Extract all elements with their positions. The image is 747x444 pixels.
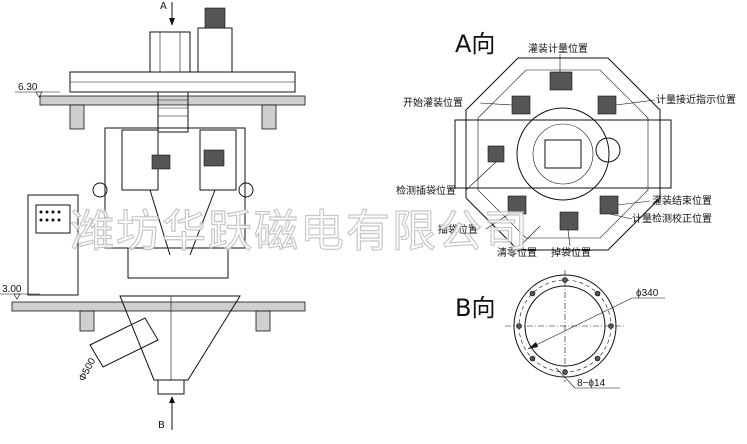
weigh-unit-right	[199, 129, 237, 191]
bolt-holes	[516, 277, 614, 375]
control-box-right	[203, 149, 225, 167]
side-wheel-right	[238, 182, 254, 198]
arrow-b-head	[169, 396, 175, 403]
filling-spout-left	[149, 189, 171, 256]
upper-slab-pier-left	[69, 104, 85, 130]
dim-340-label: ϕ340	[636, 288, 659, 299]
lower-floor-slab	[11, 301, 306, 312]
lower-slab-pier-left	[79, 310, 95, 332]
dim-holes-label: 8−ϕ14	[577, 378, 606, 389]
filling-spout-right	[189, 189, 216, 256]
cone-outlet	[157, 379, 185, 395]
lower-frame	[127, 247, 229, 279]
label-clean-zero: 清零位置	[497, 246, 537, 259]
label-bag-drop: 掉袋位置	[551, 246, 591, 259]
arrow-a-label: A	[160, 1, 167, 12]
discharge-cone	[119, 295, 241, 381]
bearing-circle	[595, 137, 621, 163]
dim-340-line	[527, 297, 633, 350]
leader-metering-check	[609, 213, 633, 220]
center-drive	[544, 139, 582, 169]
control-cabinet	[27, 194, 79, 296]
station-fill-metering	[549, 71, 573, 91]
cross-beam	[454, 119, 672, 189]
drive-motor-housing	[197, 27, 233, 73]
leader-metering-proximity	[615, 99, 656, 106]
view-b-title: B向	[455, 294, 495, 322]
dim-holes-leader	[555, 367, 576, 389]
central-column	[157, 91, 189, 133]
leader-clean-zero	[519, 225, 541, 247]
station-bag-drop	[559, 211, 579, 231]
leader-bag-drop	[567, 229, 571, 247]
level-lower-label: 3.00	[2, 284, 22, 295]
cabinet-panel	[35, 204, 71, 234]
label-metering-proximity: 计量接近指示位置	[656, 93, 736, 106]
company-watermark: 潍坊华跃磁电有限公司	[70, 206, 530, 257]
view-a-title: A向	[455, 30, 495, 58]
station-bag-insert	[507, 195, 527, 215]
label-bag-insert: 插袋位置	[438, 223, 478, 236]
leader-start-filling	[479, 102, 513, 106]
control-box-left	[151, 154, 171, 170]
arrow-a-head	[169, 18, 175, 26]
station-start-filling	[511, 95, 531, 115]
octagon-frame-outer	[465, 57, 661, 251]
dim-340-arrow	[528, 342, 538, 349]
upper-floor-slab	[39, 95, 306, 106]
station-metering-proximity	[597, 95, 617, 115]
cabinet-indicator-lights	[39, 210, 61, 222]
leader-filling-end	[617, 200, 651, 206]
outlet-diameter-label: Φ500	[77, 356, 98, 383]
level-lower-marker	[13, 293, 21, 300]
label-fill-metering: 灌装计量位置	[528, 42, 588, 55]
rotary-hub	[532, 123, 594, 185]
station-filling-end	[599, 195, 619, 215]
upper-slab-pier-right	[261, 104, 277, 130]
station-detect-bag	[487, 145, 505, 163]
view-a-plan: A向 灌装计量位置 开始灌装位置 计量接近指示位置 检测插袋位置 灌装结束位置 …	[396, 30, 736, 259]
inclined-outlet-pipe	[89, 317, 159, 368]
rotary-table	[516, 107, 610, 201]
label-metering-check: 计量检测校正位置	[632, 212, 712, 225]
arrow-b-label: B	[158, 420, 165, 431]
level-upper-label: 6.30	[18, 82, 38, 93]
leader-detect-bag-insert	[465, 161, 497, 191]
drive-motor	[204, 7, 226, 29]
view-b-plan: B向 ϕ340 8−ϕ14	[455, 270, 665, 389]
octagon-frame-inner	[477, 69, 649, 239]
lower-slab-pier-right	[255, 310, 271, 332]
leader-bag-insert	[485, 211, 513, 230]
top-feed-hopper	[149, 31, 191, 73]
side-wheel-left	[92, 182, 108, 198]
label-start-filling: 开始灌装位置	[403, 96, 463, 109]
label-filling-end: 灌装结束位置	[652, 194, 712, 207]
level-upper-marker	[35, 91, 43, 98]
label-detect-bag-insert: 检测插袋位置	[396, 184, 456, 197]
